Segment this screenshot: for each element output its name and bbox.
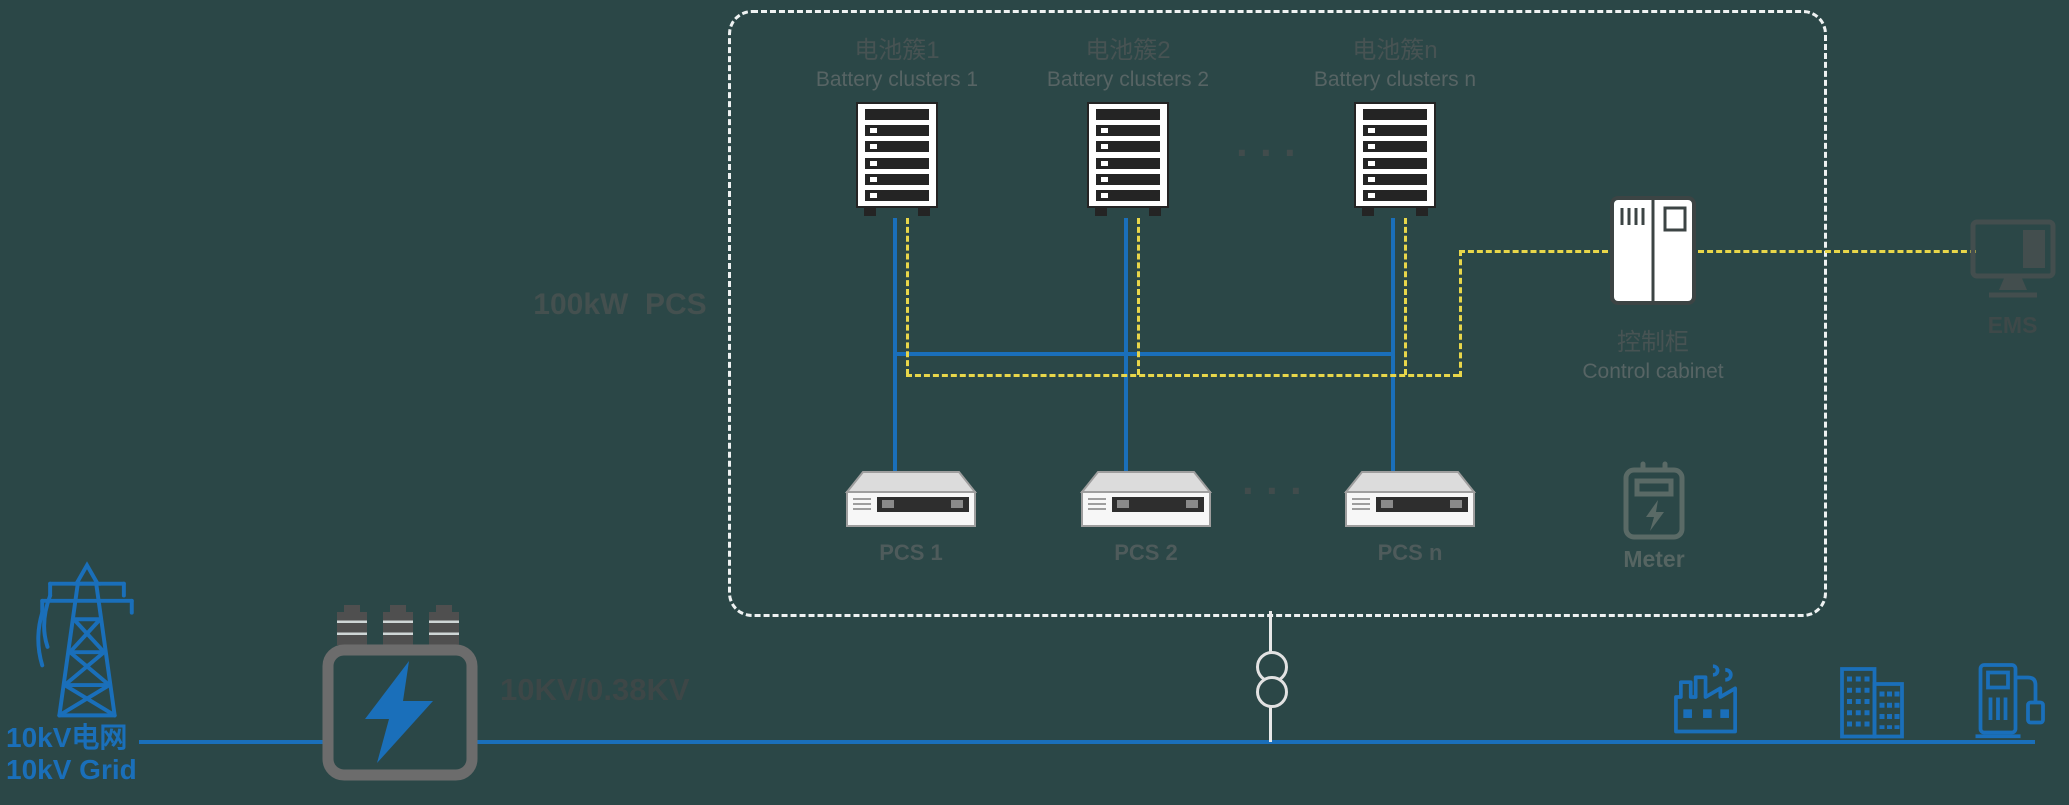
battery-rack-icon <box>1087 102 1169 216</box>
grid-label-zh: 10kV电网 <box>6 722 128 753</box>
ems: EMS <box>1950 216 2069 339</box>
meter-label: Meter <box>1623 546 1685 572</box>
dc-line-cluster2 <box>1124 218 1128 474</box>
comm-line-cluster-n <box>1404 218 1407 375</box>
pcs-unit-2: PCS 2 <box>1046 466 1246 566</box>
transformer-bushing <box>383 605 413 645</box>
factory-icon <box>1674 664 1737 734</box>
comm-line-to-cabinet <box>1459 250 1608 253</box>
control-cabinet-label-zh: 控制柜 <box>1617 329 1689 356</box>
dc-line-cluster1 <box>893 218 897 474</box>
step-up-transformer <box>321 603 479 782</box>
meter: Meter <box>1574 460 1734 573</box>
control-cabinet-icon <box>1610 196 1696 305</box>
grid-bus-line <box>139 740 2035 744</box>
battery-cluster-2: 电池簇2 Battery clusters 2 <box>998 36 1258 216</box>
pcs-unit-1: PCS 1 <box>811 466 1011 566</box>
control-cabinet: 控制柜 Control cabinet <box>1548 195 1758 385</box>
comm-riser-line <box>1459 250 1462 377</box>
comm-bus-line <box>906 374 1459 377</box>
dc-bus-line <box>893 352 1395 356</box>
ems-label: EMS <box>1987 312 2038 338</box>
pcs-converter-icon <box>1080 471 1212 527</box>
battery-cluster-n: 电池簇n Battery clusters n <box>1265 36 1525 216</box>
battery-cluster-1-label-en: Battery clusters 1 <box>815 68 979 91</box>
pcs-1-label: PCS 1 <box>879 540 943 565</box>
pcs-unit-n: PCS n <box>1310 466 1510 566</box>
transformer-icon <box>322 644 478 781</box>
comm-line-to-ems <box>1698 250 1976 253</box>
transformer-bushing <box>429 605 459 645</box>
ems-monitor-icon <box>1970 219 2055 298</box>
comm-line-cluster2 <box>1137 218 1140 375</box>
transformer-symbol-bottom-circle <box>1256 676 1288 708</box>
pcs-system-boundary <box>728 10 1827 617</box>
buildings-icon <box>1840 667 1904 739</box>
transformer-ratio-label: 10KV/0.38KV <box>500 672 690 707</box>
battery-cluster-n-label-en: Battery clusters n <box>1313 68 1477 91</box>
control-cabinet-label-en: Control cabinet <box>1582 360 1724 383</box>
pcs-converter-icon <box>845 471 977 527</box>
battery-cluster-2-label-en: Battery clusters 2 <box>1046 68 1210 91</box>
meter-icon <box>1623 461 1685 540</box>
ev-charger-icon <box>1975 663 2045 739</box>
pcs-2-label: PCS 2 <box>1114 540 1178 565</box>
system-rating-label: 100kW PCS <box>533 288 707 321</box>
pcs-n-label: PCS n <box>1377 540 1443 565</box>
grid-label-en: 10kV Grid <box>6 754 137 785</box>
comm-line-cluster1 <box>906 218 909 375</box>
pcs-ellipsis: ··· <box>1242 467 1314 514</box>
battery-cluster-n-label-zh: 电池簇n <box>1352 37 1438 64</box>
pcs-converter-icon <box>1344 471 1476 527</box>
battery-rack-icon <box>1354 102 1436 216</box>
dc-line-cluster-n <box>1391 218 1395 474</box>
battery-cluster-2-label-zh: 电池簇2 <box>1085 37 1171 64</box>
cluster-ellipsis: ··· <box>1236 129 1308 176</box>
transformer-bushing <box>337 605 367 645</box>
battery-rack-icon <box>856 102 938 216</box>
battery-cluster-1: 电池簇1 Battery clusters 1 <box>767 36 1027 216</box>
battery-cluster-1-label-zh: 电池簇1 <box>854 37 940 64</box>
transmission-tower-icon <box>36 561 134 718</box>
utility-grid: 10kV电网 10kV Grid <box>6 560 196 786</box>
